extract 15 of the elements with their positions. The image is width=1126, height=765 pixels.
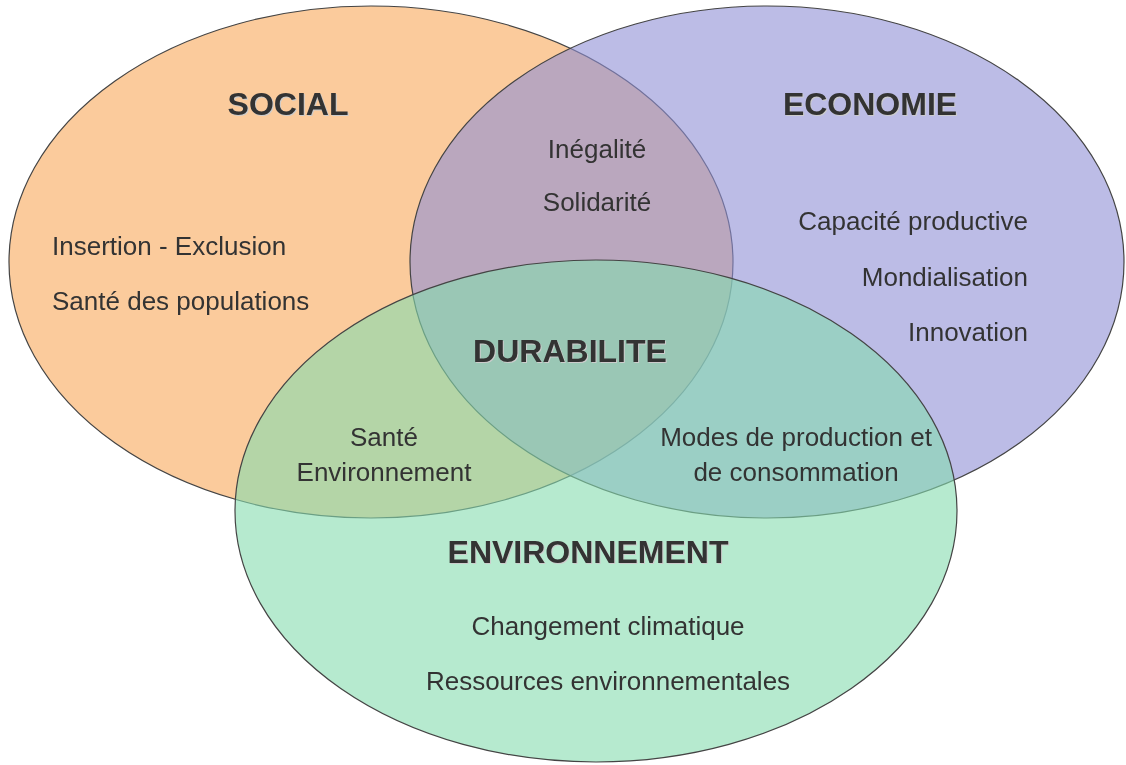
overlap-text: Solidarité <box>542 186 652 220</box>
topic-text: Mondialisation <box>861 261 1028 295</box>
category-heading: ECONOMIE <box>782 85 958 125</box>
topic-text: Ressources environnementales <box>425 665 791 699</box>
topic-text: Changement climatique <box>471 610 745 644</box>
topic-text: Capacité productive <box>798 205 1028 239</box>
center-heading: DURABILITE <box>473 332 667 372</box>
category-heading: ENVIRONNEMENT <box>447 533 729 573</box>
topic-text: Insertion - Exclusion <box>52 230 287 264</box>
topic-text: Innovation <box>908 316 1028 350</box>
topic-text: Santé des populations <box>52 285 310 319</box>
overlap-text: Santé Environnement <box>295 420 473 489</box>
overlap-text: Inégalité <box>547 133 647 167</box>
overlap-text: Modes de production et de consommation <box>659 420 933 489</box>
category-heading: SOCIAL <box>227 85 349 125</box>
